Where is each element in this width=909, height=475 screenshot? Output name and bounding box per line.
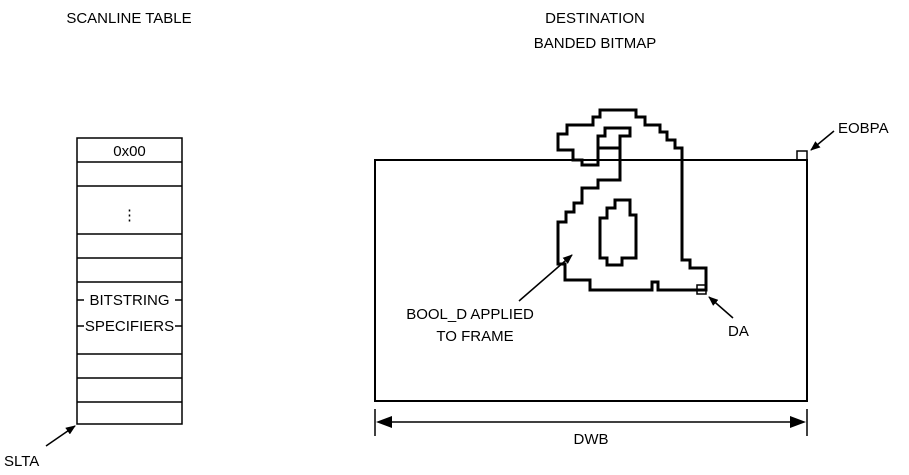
eobpa-marker (797, 151, 807, 160)
dwb-right-arrowhead (790, 416, 806, 428)
scanline-table (77, 138, 182, 424)
eobpa-arrow (811, 131, 834, 150)
eobpa-label: EOBPA (838, 120, 889, 137)
bitmap-title-line2: BANDED BITMAP (534, 35, 657, 52)
table-first-entry: 0x00 (113, 143, 146, 160)
glyph-inner-counter (600, 200, 636, 265)
glyph-a-icon (558, 110, 706, 290)
bool-d-label-line2: TO FRAME (436, 328, 513, 345)
slta-arrow (46, 426, 75, 446)
bitstring-label-line1: BITSTRING (89, 292, 169, 309)
scanline-table-title: SCANLINE TABLE (66, 10, 191, 27)
dwb-label: DWB (574, 431, 609, 448)
slta-label: SLTA (4, 453, 39, 470)
bool-d-label-line1: BOOL_D APPLIED (406, 306, 534, 323)
dwb-left-arrowhead (376, 416, 392, 428)
bitmap-title-line1: DESTINATION (545, 10, 645, 27)
bitstring-label-line2: SPECIFIERS (85, 318, 174, 335)
glyph-upper-counter (598, 128, 630, 148)
table-ellipsis: ⋮ (122, 207, 137, 224)
scanline-table-frame (77, 138, 182, 424)
da-label: DA (728, 323, 749, 340)
glyph-outer-outline (558, 110, 706, 290)
da-arrow (709, 297, 733, 318)
